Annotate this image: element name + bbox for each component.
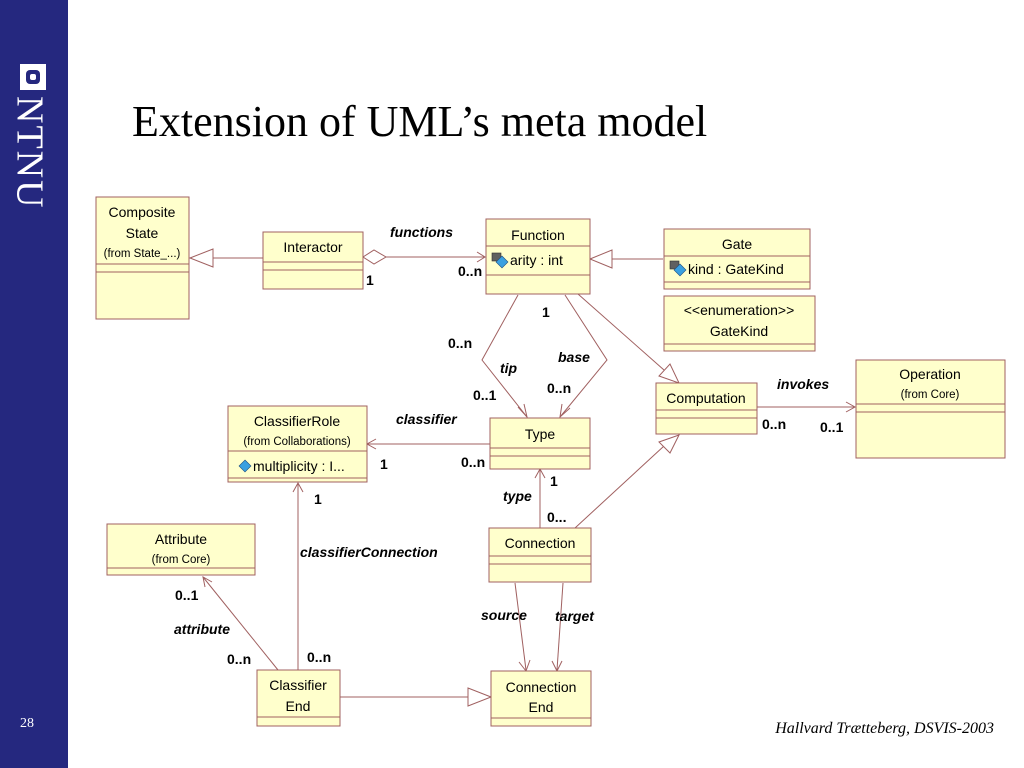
page-number: 28 [20,716,34,731]
svg-text:Type: Type [525,426,556,442]
base-association-line [559,294,608,418]
svg-text:kind : GateKind: kind : GateKind [688,261,784,277]
svg-text:NTNU: NTNU [14,96,50,210]
base-multiplicity-label: 0..n [547,380,571,396]
svg-text:multiplicity : I...: multiplicity : I... [253,458,345,474]
class-classifier-role: ClassifierRole (from Collaborations) mul… [227,405,368,483]
invokes-multiplicity-target: 0..1 [820,419,844,435]
class-gate: Gate kind : GateKind [663,228,811,290]
base-role-label: base [558,349,590,365]
svg-text:arity : int: arity : int [510,252,563,268]
svg-text:<<enumeration>>: <<enumeration>> [684,302,795,318]
class-composite-state: Composite State (from State_...) [95,196,190,320]
tip-multiplicity-target: 0..1 [473,387,497,403]
attribute-role-label: attribute [174,621,230,637]
class-attribute: Attribute (from Core) [106,523,256,576]
svg-text:GateKind: GateKind [710,323,768,339]
generalization-arrowhead [658,434,680,454]
class-connection-end: Connection End [490,670,592,727]
classifier-multiplicity-source: 1 [380,456,388,472]
svg-text:Operation: Operation [899,366,960,382]
functions-multiplicity-source: 1 [366,272,374,288]
navigation-arrowhead [517,403,528,419]
generalization-arrowhead [188,248,214,268]
svg-text:ClassifierRole: ClassifierRole [254,413,341,429]
slide-title: Extension of UML’s meta model [132,97,708,146]
svg-text:Connection: Connection [506,679,577,695]
class-type: Type [489,417,591,470]
svg-text:Composite: Composite [109,204,176,220]
generalization-arrowhead [467,687,493,707]
class-connection: Connection [488,527,592,583]
aggregation-diamond-icon [362,249,387,265]
lock-attribute-icon [669,260,687,277]
svg-text:Interactor: Interactor [283,239,342,255]
footer-credit: Hallvard Trætteberg, DSVIS-2003 [775,720,994,737]
classifierConnection-multiplicity-source: 1 [314,491,322,507]
svg-text:(from Collaborations): (from Collaborations) [243,436,351,448]
svg-text:Computation: Computation [666,390,745,406]
svg-text:End: End [286,698,311,714]
class-gatekind: <<enumeration>> GateKind [663,295,816,352]
svg-text:(from Core): (from Core) [901,389,960,401]
class-interactor: Interactor [262,231,364,290]
tip-role-label: tip [500,360,518,376]
classifier-multiplicity-target: 0..n [461,454,485,470]
source-association-line [514,582,527,671]
navigation-arrowhead [202,576,213,588]
sidebar: NTNU 28 [0,0,68,768]
type-role-label: type [503,488,532,504]
function-computation-generalization-line [577,293,665,371]
function-multiplicity-below: 1 [542,304,550,320]
svg-text:Function: Function [511,227,565,243]
lock-attribute-icon [491,252,509,269]
target-association-line [556,582,564,671]
functions-multiplicity-target: 0..n [458,263,482,279]
svg-text:Classifier: Classifier [269,677,327,693]
class-classifier-end: Classifier End [256,669,341,727]
attribute-association-line [202,576,279,671]
classifierConnection-role-label: classifierConnection [300,544,438,560]
class-computation: Computation [655,382,758,435]
ntnu-logo-icon [20,64,46,90]
classifier-role-label: classifier [396,411,458,427]
navigation-arrowhead [559,403,571,419]
ntnu-logo-text: NTNU [14,96,50,210]
attribute-multiplicity-source: 0..1 [175,587,199,603]
svg-text:State: State [126,225,159,241]
class-operation: Operation (from Core) [855,359,1006,459]
diamond-attribute-icon [238,459,252,473]
generalization-arrowhead [658,363,680,384]
attribute-multiplicity-target: 0..n [227,651,251,667]
connection-computation-generalization-line [574,445,665,529]
type-multiplicity-source: 1 [550,473,558,489]
target-role-label: target [555,608,595,624]
navigation-arrowhead [476,251,486,263]
svg-text:Attribute: Attribute [155,531,207,547]
navigation-arrowhead [292,481,304,493]
source-role-label: source [481,607,527,623]
class-function: Function arity : int [485,218,591,295]
invokes-role-label: invokes [777,376,829,392]
classifierConnection-multiplicity-target: 0..n [307,649,331,665]
svg-text:End: End [529,699,554,715]
svg-text:(from State_...): (from State_...) [104,248,181,260]
svg-text:Gate: Gate [722,236,753,252]
svg-text:(from Core): (from Core) [152,554,211,566]
generalization-arrowhead [588,249,613,269]
invokes-multiplicity-source: 0..n [762,416,786,432]
functions-role-label: functions [390,224,453,240]
svg-text:Connection: Connection [505,535,576,551]
tip-multiplicity-source: 0..n [448,335,472,351]
navigation-arrowhead [845,401,857,413]
type-multiplicity-target: 0... [547,509,566,525]
tip-association-line [481,294,528,418]
